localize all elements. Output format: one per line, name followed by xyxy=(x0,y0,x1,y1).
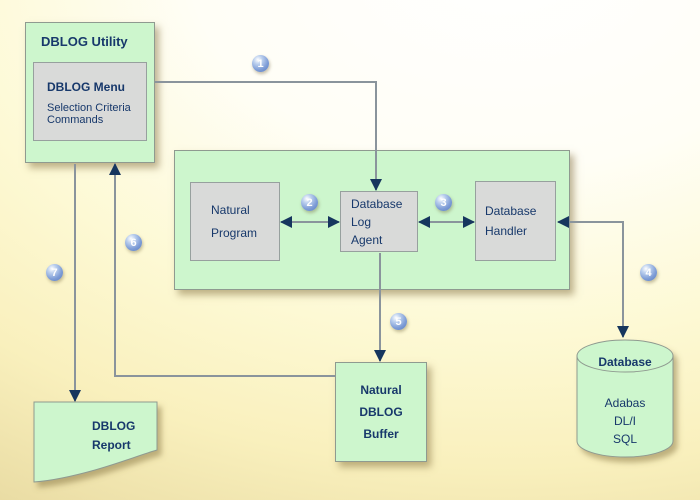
database-handler-line: Handler xyxy=(485,224,528,238)
step-badge-4: 4 xyxy=(640,264,657,281)
step-badge-2: 2 xyxy=(301,194,318,211)
database-log-agent-box: Database Log Agent xyxy=(340,191,418,252)
step-badge-7: 7 xyxy=(46,264,63,281)
buffer-line: Natural xyxy=(360,383,402,397)
report-line: DBLOG xyxy=(92,419,136,433)
natural-program-line: Natural xyxy=(211,202,250,217)
database-cylinder-items: Adabas DL/I SQL xyxy=(577,394,673,448)
database-item-sql: SQL xyxy=(612,432,637,446)
menu-line-commands: Commands xyxy=(47,113,104,126)
dblog-utility-title: DBLOG Utility xyxy=(41,34,128,49)
dblog-menu-box: DBLOG Menu Selection Criteria Commands xyxy=(33,62,147,141)
natural-dblog-buffer-box: Natural DBLOG Buffer xyxy=(335,362,427,462)
database-log-agent-line: Database xyxy=(351,196,403,211)
dblog-report-label: DBLOG Report xyxy=(92,417,162,455)
step-badge-1: 1 xyxy=(252,55,269,72)
database-handler-line: Database xyxy=(485,204,537,218)
report-line: Report xyxy=(92,438,131,452)
step-badge-5: 5 xyxy=(390,313,407,330)
buffer-line: DBLOG xyxy=(359,405,403,419)
database-handler-box: Database Handler xyxy=(475,181,556,261)
database-item-dli: DL/I xyxy=(613,414,636,428)
step-badge-6: 6 xyxy=(125,234,142,251)
buffer-line: Buffer xyxy=(363,427,399,441)
database-log-agent-line: Log xyxy=(351,214,372,229)
dblog-utility-box: DBLOG Utility DBLOG Menu Selection Crite… xyxy=(25,22,155,163)
database-log-agent-line: Agent xyxy=(351,232,383,247)
database-cylinder-title: Database xyxy=(598,355,652,369)
natural-program-line: Program xyxy=(211,225,258,240)
natural-program-box: Natural Program xyxy=(190,182,280,261)
database-item-adabas: Adabas xyxy=(604,396,646,410)
step-badge-3: 3 xyxy=(435,194,452,211)
menu-line-selection-criteria: Selection Criteria xyxy=(47,102,131,114)
dblog-menu-title: DBLOG Menu xyxy=(47,80,125,94)
